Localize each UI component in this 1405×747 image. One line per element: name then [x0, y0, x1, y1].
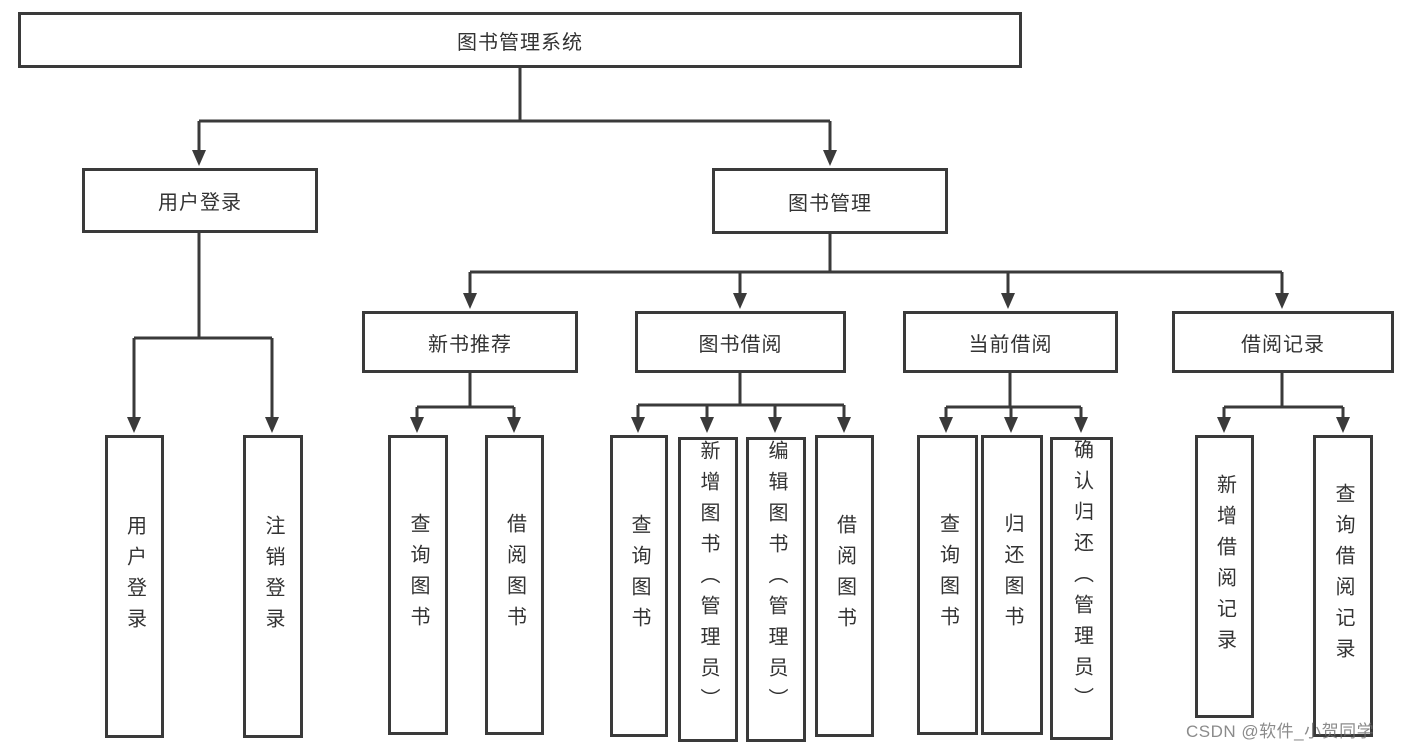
leaf-borrow-books: 借阅图书 — [815, 435, 874, 737]
node-label: 借阅图书 — [833, 514, 856, 638]
node-borrowing-records: 借阅记录 — [1172, 311, 1394, 373]
leaf-edit-books-admin: 编辑图书（管理员） — [746, 437, 806, 742]
node-label: 借阅记录 — [1241, 333, 1325, 356]
node-current-borrowing: 当前借阅 — [903, 311, 1118, 373]
watermark: CSDN @软件_小贺同学 — [1186, 722, 1375, 741]
leaf-borrow-books-recommend: 借阅图书 — [485, 435, 544, 735]
leaf-query-books-borrow: 查询图书 — [610, 435, 668, 737]
node-label: 查询图书 — [936, 513, 959, 637]
node-label: 借阅图书 — [503, 513, 526, 637]
node-label: 图书管理系统 — [457, 31, 583, 54]
node-label: 新书推荐 — [428, 333, 512, 356]
node-label: 编辑图书（管理员） — [765, 440, 787, 719]
node-library-management-system: 图书管理系统 — [18, 12, 1022, 68]
leaf-user-login: 用户登录 — [105, 435, 164, 738]
node-label: 查询借阅记录 — [1332, 483, 1354, 669]
leaf-add-books-admin: 新增图书（管理员） — [678, 437, 738, 742]
leaf-add-borrow-record: 新增借阅记录 — [1195, 435, 1254, 718]
node-label: 查询图书 — [628, 514, 650, 638]
node-label: 图书借阅 — [698, 333, 783, 356]
node-label: 归还图书 — [1001, 513, 1023, 637]
leaf-confirm-return-admin: 确认归还（管理员） — [1050, 437, 1113, 740]
node-book-management: 图书管理 — [712, 168, 948, 234]
leaf-logout: 注销登录 — [243, 435, 303, 738]
leaf-query-books-current: 查询图书 — [917, 435, 978, 735]
node-label: 确认归还（管理员） — [1070, 439, 1093, 718]
leaf-query-borrow-record: 查询借阅记录 — [1313, 435, 1373, 737]
node-label: 查询图书 — [407, 513, 429, 637]
leaf-return-books: 归还图书 — [981, 435, 1043, 735]
node-label: 图书管理 — [788, 192, 872, 215]
node-user-login: 用户登录 — [82, 168, 318, 233]
node-label: 注销登录 — [262, 514, 284, 639]
leaf-query-books-recommend: 查询图书 — [388, 435, 448, 735]
node-book-borrowing: 图书借阅 — [635, 311, 846, 373]
node-label: 新增借阅记录 — [1213, 473, 1236, 660]
node-label: 用户登录 — [158, 192, 242, 214]
node-label: 用户登录 — [123, 514, 146, 639]
node-new-book-recommendation: 新书推荐 — [362, 311, 578, 373]
arrowheads — [127, 150, 1350, 433]
node-label: 新增图书（管理员） — [697, 440, 719, 719]
node-label: 当前借阅 — [968, 333, 1053, 356]
